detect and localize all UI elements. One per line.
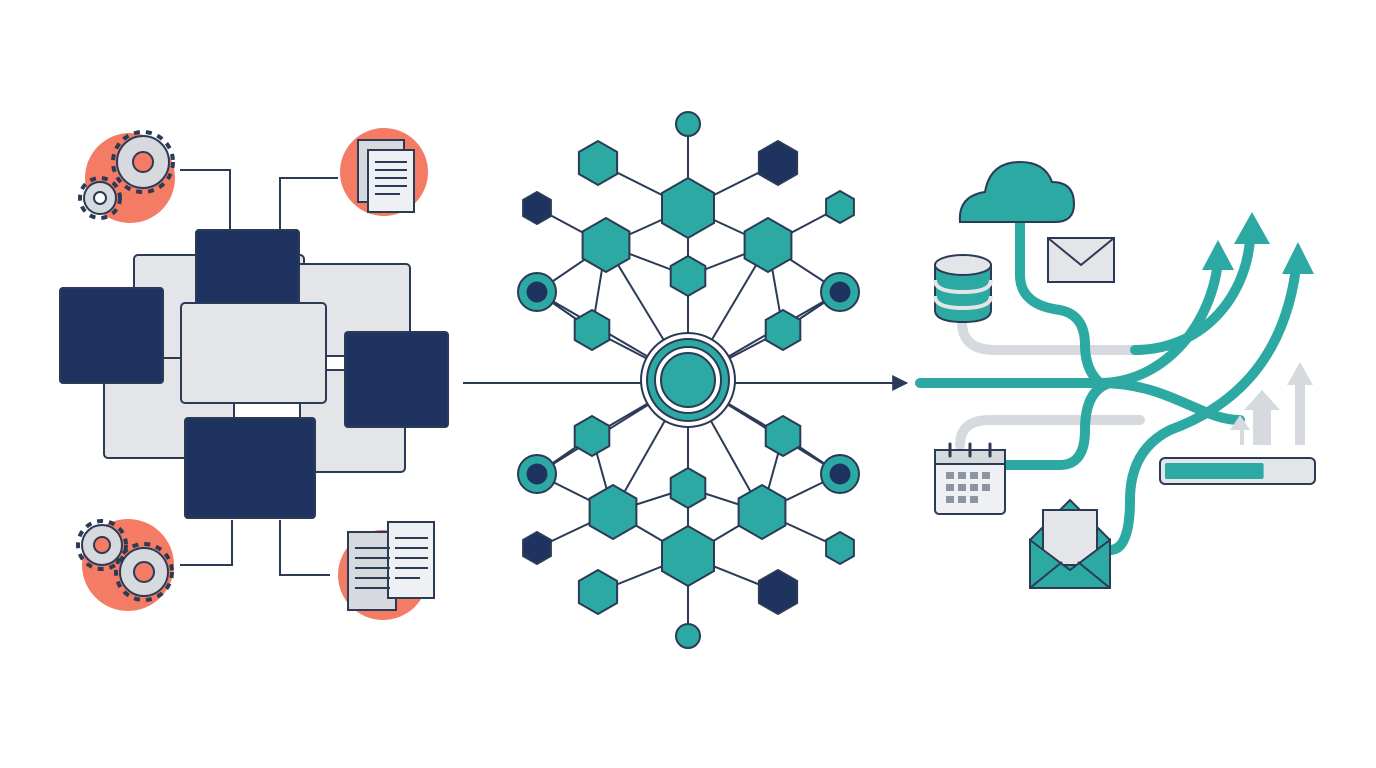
ring-node [820,454,860,494]
hexagon-node-dark [522,530,552,566]
calendar-icon [934,442,1006,515]
hexagon-node [764,308,802,352]
ring-node-inner [829,281,851,303]
database-icon [933,254,993,324]
ring-node-inner [526,281,548,303]
gears-icon [76,519,174,611]
hexagon-node [577,139,619,187]
ring-node [517,454,557,494]
right-section [915,160,1316,589]
left-section [59,128,449,620]
arrow-up-icon [1234,212,1270,244]
hexagon-node-dark [757,139,799,187]
hexagon-node [588,483,638,541]
hexagon-node-dark [757,568,799,616]
window-dark [59,287,164,384]
gears-icon [78,130,175,223]
envelope-icon [1047,237,1115,283]
ring-node-inner [526,463,548,485]
window-dark [184,417,316,519]
gray-connectors [955,317,1145,450]
hexagon-node [764,414,802,458]
hexagon-node [661,524,715,588]
teal-streams [915,217,1301,555]
window-dark [344,331,449,428]
documents-icon [338,521,435,620]
stream-arrowheads [1202,212,1314,274]
hexagon-node [825,189,855,225]
network-nodes [517,111,860,649]
hexagon-node-dark [522,190,552,226]
upward-arrows-icon [1230,362,1313,445]
arrow-up-icon [1202,240,1234,270]
open-envelope-icon [1029,498,1111,589]
cloud-icon [958,160,1076,223]
hexagon-node [743,216,793,274]
hexagon-node [737,483,787,541]
window-light [180,302,327,404]
hexagon-node [573,414,611,458]
window-stack [59,229,449,519]
progress-bar [1159,457,1316,485]
hexagon-node [825,530,855,566]
hexagon-node [577,568,619,616]
circle-node [675,111,701,137]
arrow-up-icon [1282,242,1314,274]
ring-node-inner [829,463,851,485]
hexagon-node [669,254,707,298]
documents-icon [340,128,428,216]
window-dark [195,229,300,311]
ring-node [820,272,860,312]
hexagon-node [669,466,707,510]
hub-node [640,332,736,428]
hexagon-node [581,216,631,274]
middle-section [463,111,909,649]
circle-node [675,623,701,649]
icon-connectors [180,169,338,576]
hexagon-node [573,308,611,352]
progress-fill [1165,463,1264,479]
hexagon-node [661,176,715,240]
ring-node [517,272,557,312]
